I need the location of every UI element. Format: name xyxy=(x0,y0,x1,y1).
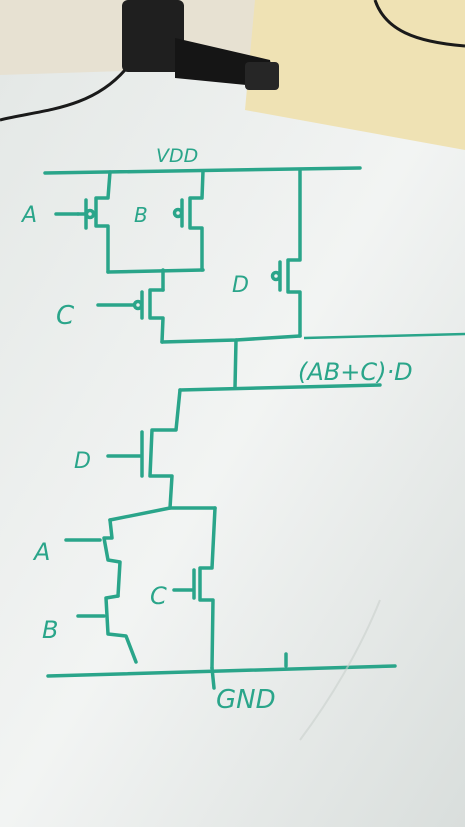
nmos-b-transistor xyxy=(104,594,138,664)
gnd-drop xyxy=(210,666,216,690)
nmos-split-node xyxy=(108,506,217,522)
cable-left xyxy=(0,69,127,122)
pmos-b-bubble xyxy=(172,207,184,219)
circuit-drawing xyxy=(43,166,397,690)
pmos-d-transistor xyxy=(286,168,302,338)
output-wire xyxy=(178,383,382,392)
cable-right xyxy=(373,0,465,48)
gnd-rail xyxy=(46,664,397,678)
output-node-wire xyxy=(233,338,238,390)
nmos-c-transistor xyxy=(198,506,217,670)
label-nmos-b: B xyxy=(42,616,58,644)
pmos-d-bubble xyxy=(270,270,282,282)
pmos-c-transistor xyxy=(148,288,165,344)
pmos-a-transistor xyxy=(94,170,112,274)
pmos-b-transistor xyxy=(188,169,205,272)
nmos-d-transistor xyxy=(148,388,182,510)
label-vdd: VDD xyxy=(156,145,198,167)
label-pmos-c: C xyxy=(56,301,75,331)
pmos-a-bubble xyxy=(84,208,96,220)
label-nmos-a: A xyxy=(32,538,50,566)
label-pmos-d: D xyxy=(232,273,249,298)
label-nmos-c: C xyxy=(150,582,167,610)
label-gnd: GND xyxy=(216,685,276,715)
label-nmos-d: D xyxy=(74,449,91,474)
binder-clip xyxy=(122,0,279,90)
label-output-expression: (AB+C)·D xyxy=(298,358,413,386)
whiteboard-smudge xyxy=(299,599,381,741)
label-pmos-a: A xyxy=(20,203,37,228)
sticky-note xyxy=(245,0,465,150)
pmos-ab-join xyxy=(106,268,205,274)
label-pmos-b: B xyxy=(134,203,148,227)
output-expression-overline xyxy=(303,332,465,340)
nmos-a-transistor xyxy=(102,518,122,598)
